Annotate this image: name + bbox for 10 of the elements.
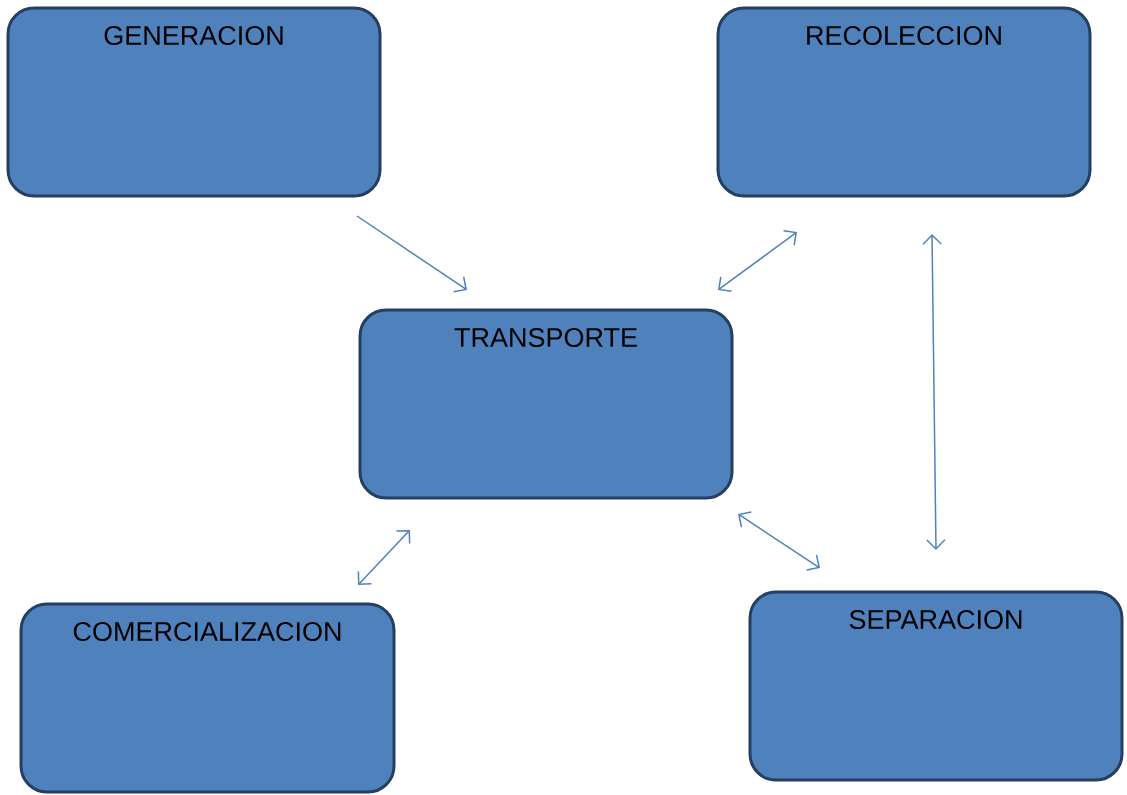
arrow xyxy=(357,530,411,585)
arrow xyxy=(922,234,946,550)
process-box: SEPARACION xyxy=(748,590,1124,782)
arrow xyxy=(738,511,820,571)
process-box: COMERCIALIZACION xyxy=(19,602,396,794)
process-box: RECOLECCION xyxy=(716,6,1092,198)
arrow xyxy=(356,215,467,293)
process-box: GENERACION xyxy=(6,6,382,198)
process-box: TRANSPORTE xyxy=(358,308,734,500)
arrow xyxy=(718,229,797,293)
